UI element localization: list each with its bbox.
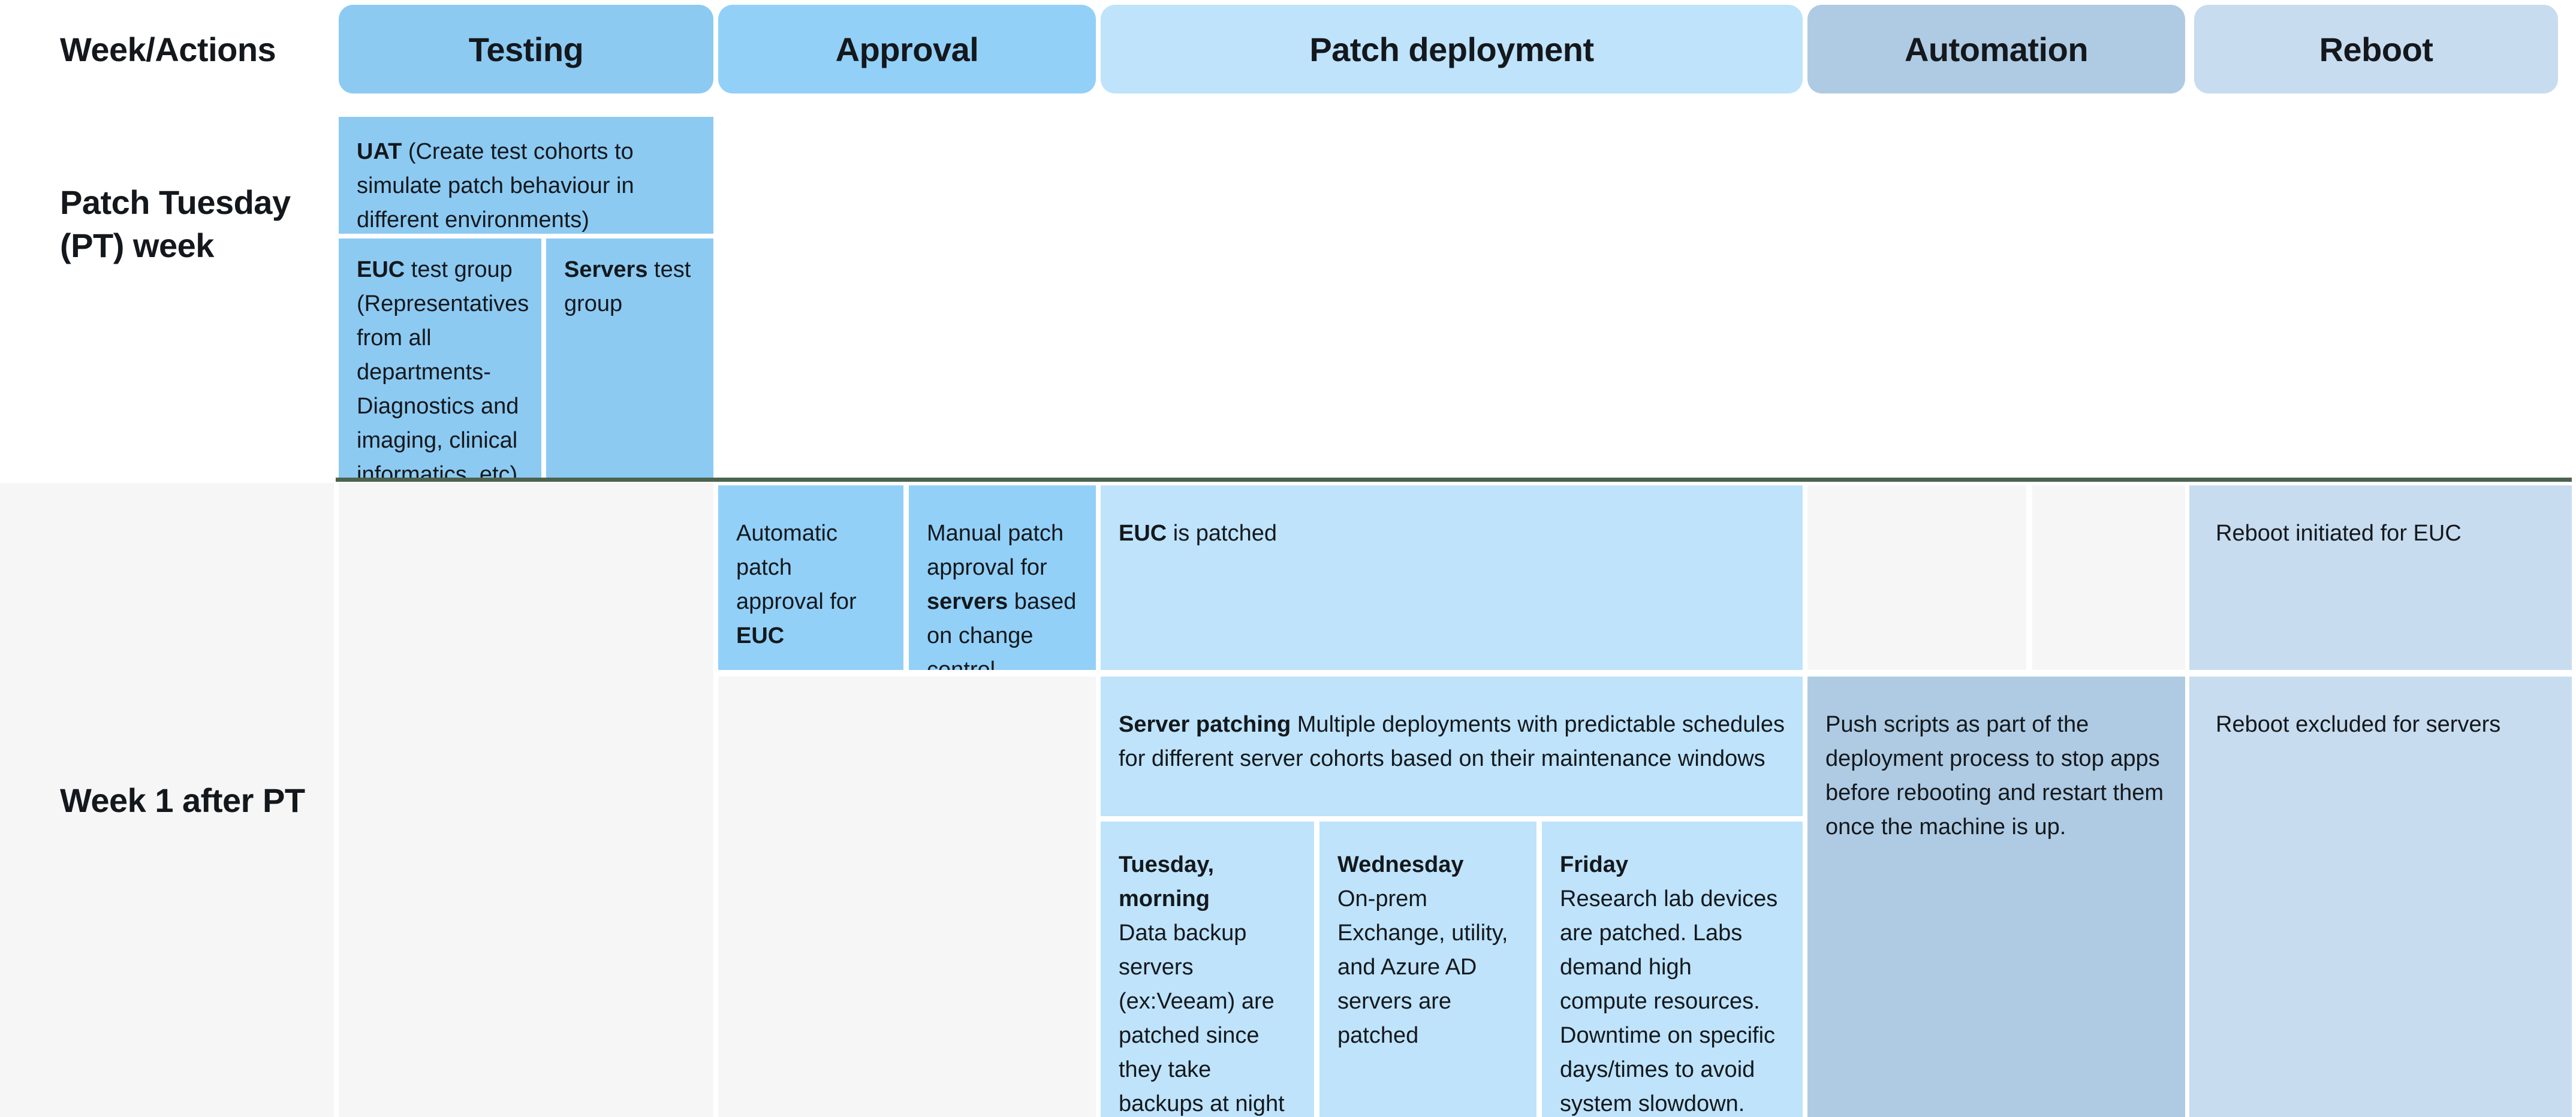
- column-header-automation: Automation: [1807, 5, 2185, 93]
- cell-uat: UAT (Create test cohorts to simulate pat…: [339, 117, 713, 234]
- cell-reboot-initiated-for-euc: Reboot initiated for EUC: [2189, 485, 2572, 670]
- empty-cell-automation-week1-top-right: [2032, 485, 2185, 670]
- empty-cell-testing-week1: [339, 483, 713, 1117]
- cell-euc-is-patched: EUC is patched: [1101, 485, 1803, 670]
- column-header-testing: Testing: [339, 5, 713, 93]
- row2-label-cell: [0, 483, 334, 1117]
- empty-cell-automation-week1-top-left: [1807, 485, 2026, 670]
- cell-euc-test-group: EUC test group (Representatives from all…: [339, 239, 541, 478]
- cell-server-patching: Server patching Multiple deployments wit…: [1101, 677, 1803, 816]
- cell-manual-patch-approval: Manual patch approval for servers based …: [909, 485, 1096, 670]
- cell-tuesday-morning: Tuesday, morning Data backup servers (ex…: [1101, 822, 1314, 1117]
- column-header-approval: Approval: [718, 5, 1096, 93]
- row-label-week-1-after-pt: Week 1 after PT: [60, 781, 305, 819]
- corner-header-week-actions: Week/Actions: [60, 30, 276, 68]
- cell-automatic-patch-approval: Automatic patch approval for EUC: [718, 485, 903, 670]
- cell-automation-push-scripts: Push scripts as part of the deployment p…: [1807, 677, 2185, 1117]
- empty-cell-approval-week1-bottom: [718, 677, 1096, 1117]
- row-label-patch-tuesday-week: Patch Tuesday (PT) week: [60, 183, 291, 264]
- column-header-reboot: Reboot: [2194, 5, 2558, 93]
- row-divider-line: [336, 478, 2572, 482]
- column-header-patch-deployment: Patch deployment: [1101, 5, 1803, 93]
- cell-friday: Friday Research lab devices are patched.…: [1542, 822, 1803, 1117]
- cell-reboot-excluded-for-servers: Reboot excluded for servers: [2189, 677, 2572, 1117]
- cell-servers-test-group: Servers test group: [546, 239, 713, 478]
- cell-wednesday: Wednesday On-prem Exchange, utility, and…: [1319, 822, 1536, 1117]
